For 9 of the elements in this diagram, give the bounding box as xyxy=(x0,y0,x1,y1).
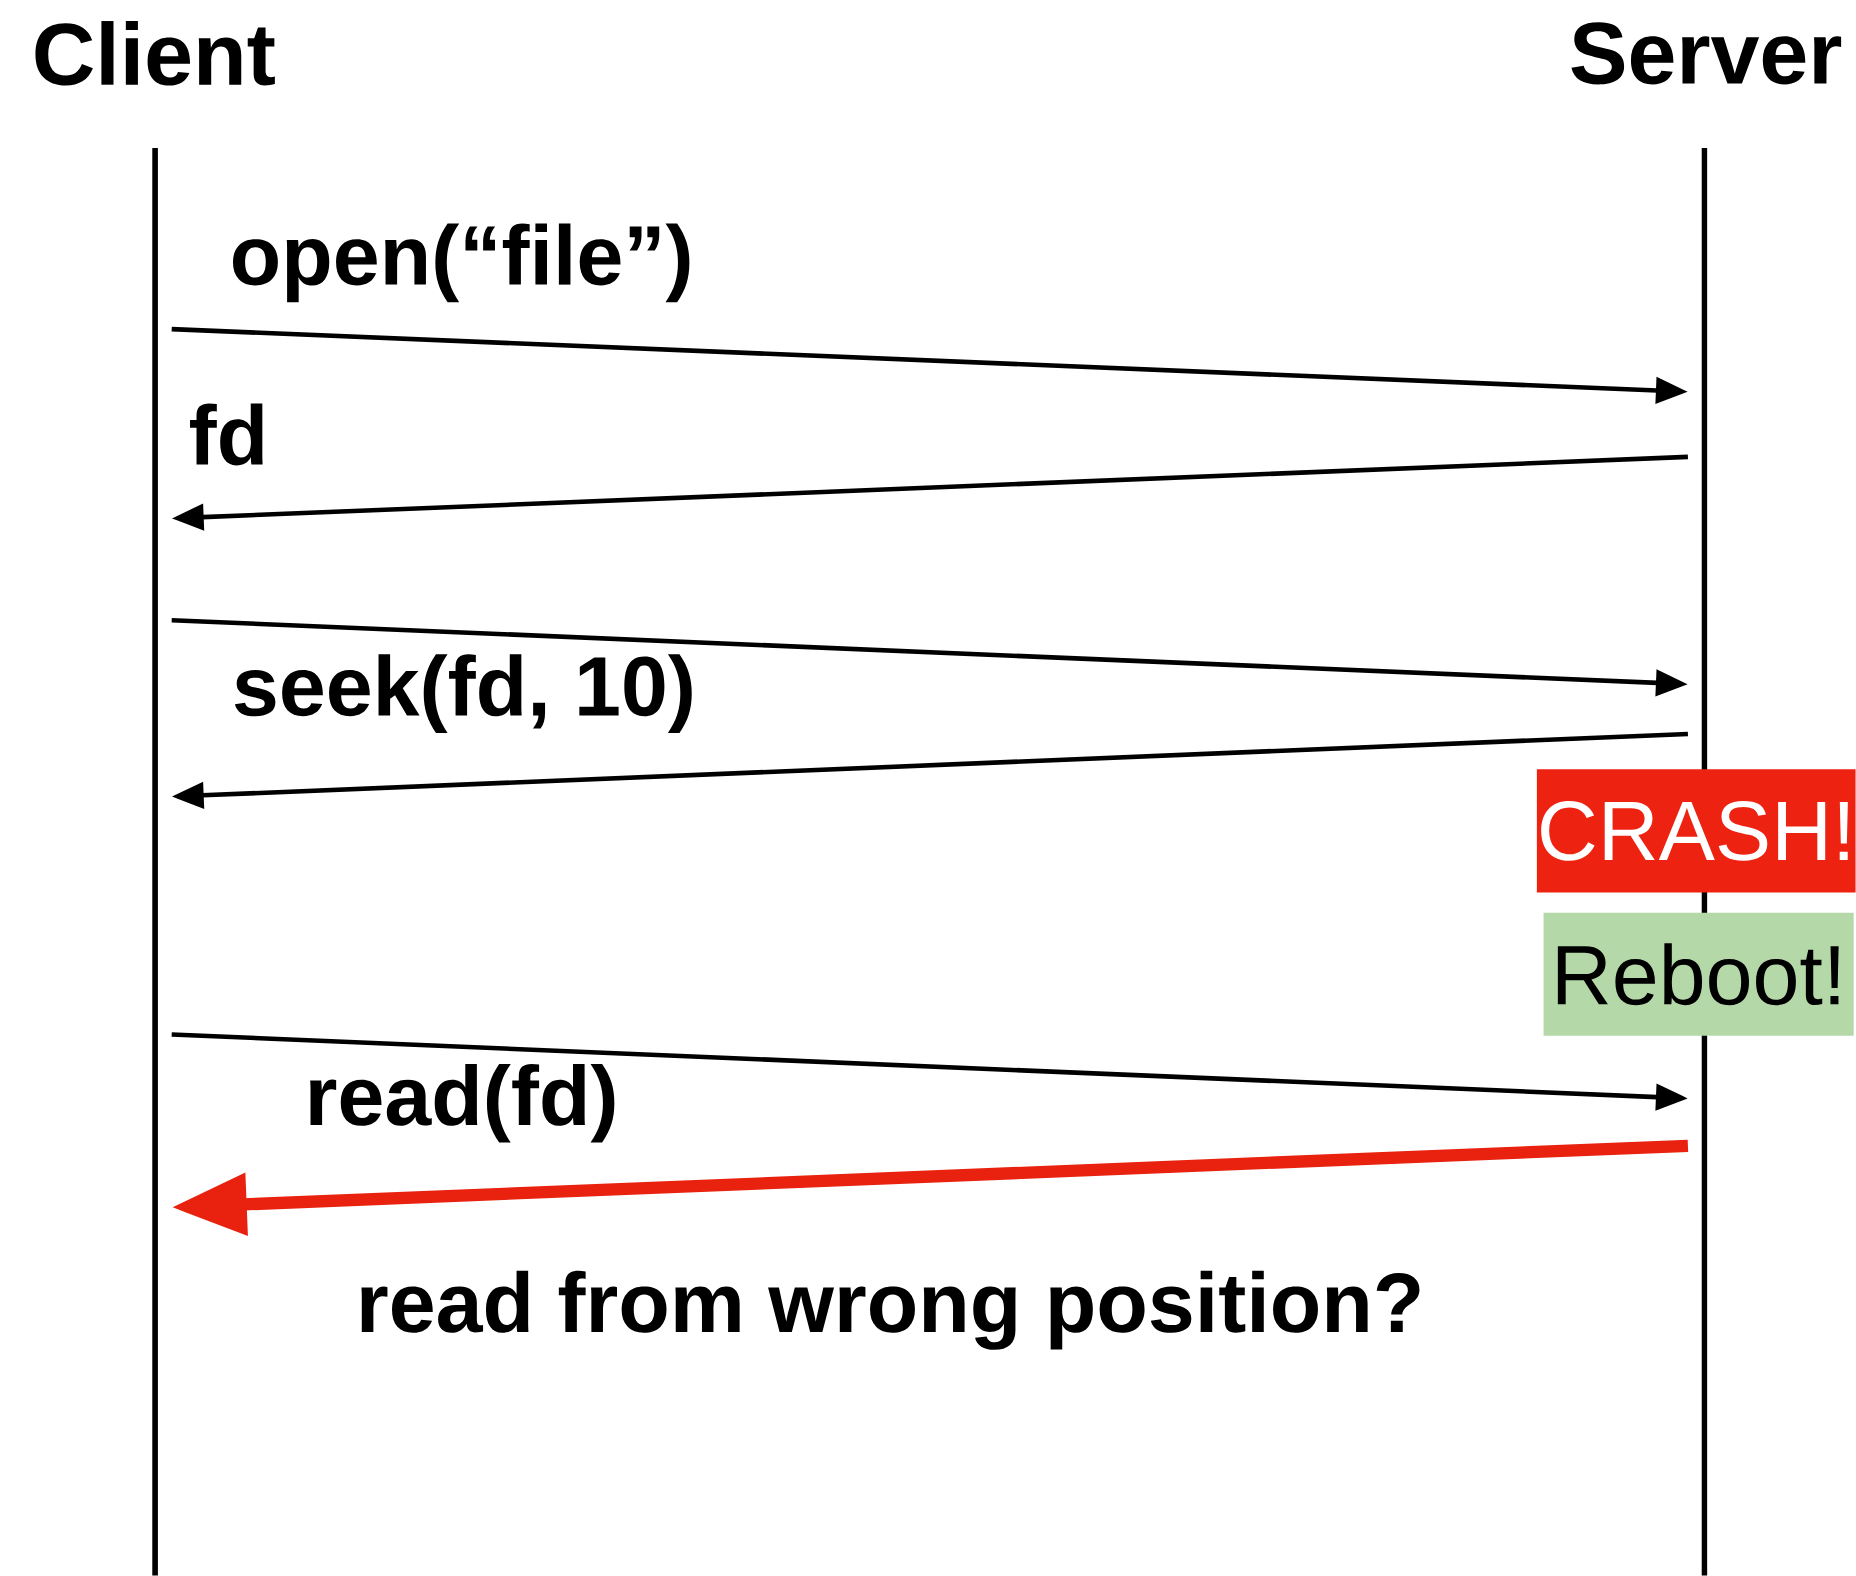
message-label: open(“file”) xyxy=(232,223,690,303)
message-label: read from wrong position? xyxy=(361,1270,1420,1350)
message-label: read(fd) xyxy=(310,1063,615,1143)
status-box: CRASH! xyxy=(1536,769,1856,893)
message-label: fd xyxy=(190,403,263,466)
participant-label: Server xyxy=(1571,22,1842,85)
participant-label: Client xyxy=(35,21,275,86)
status-box: Reboot! xyxy=(1543,912,1854,1036)
message-label: seek(fd, 10) xyxy=(234,654,692,733)
